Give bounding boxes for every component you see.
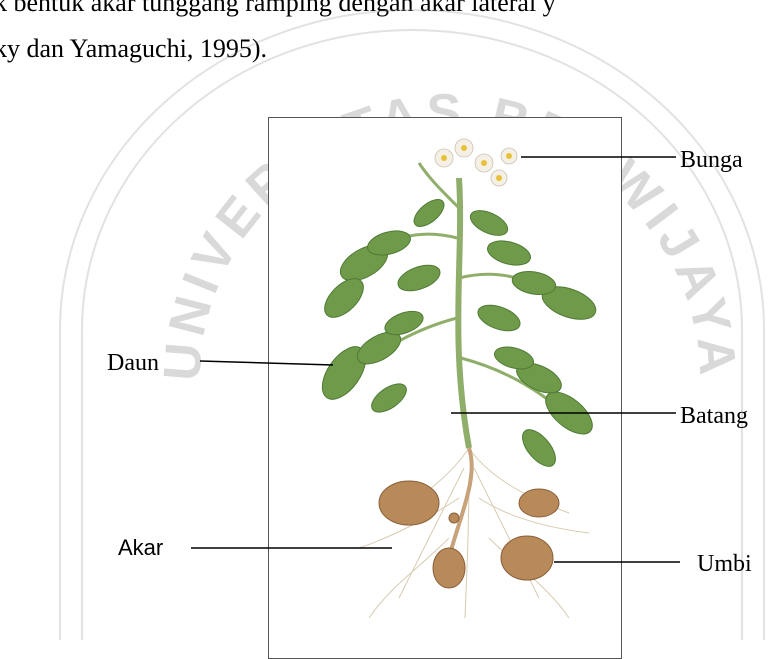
daun-leader-line — [200, 361, 333, 365]
label-batang: Batang — [680, 402, 748, 430]
label-bunga: Bunga — [680, 146, 743, 174]
label-akar: Akar — [118, 534, 163, 562]
label-umbi: Umbi — [697, 550, 752, 578]
label-daun: Daun — [107, 349, 159, 377]
